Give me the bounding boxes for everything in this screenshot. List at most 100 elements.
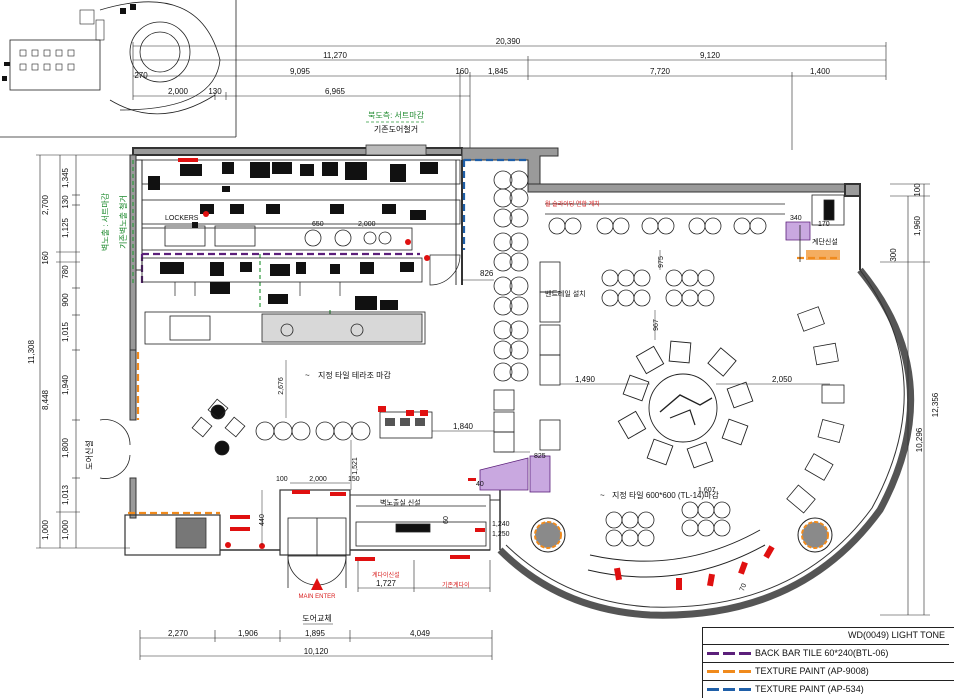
dim-inner-650: 650 [312, 221, 324, 228]
dim-top-row2-e: 1,400 [810, 67, 831, 76]
note-existing-door-remove: 기존도어철거 [374, 124, 418, 134]
interior-dimension-lines [261, 250, 830, 545]
dim-left-inner-3: 780 [61, 265, 70, 279]
dim-inner-150: 150 [348, 476, 360, 483]
dim-inner-70: 70 [739, 583, 748, 593]
dim-bottom-total: 10,120 [304, 647, 329, 656]
columns [530, 517, 833, 553]
dim-bottom-a: 2,270 [168, 629, 189, 638]
dim-inner-826: 826 [480, 269, 494, 278]
note-stair-new: 계단신설 [812, 237, 838, 246]
south-counter [355, 505, 487, 547]
dim-left-inner-9: 1,000 [61, 519, 70, 540]
label-lockers: LOCKERS [165, 215, 199, 222]
note-wall-light-move: 월 슬라이딩 연합 계치 [545, 200, 600, 208]
stair-tiles [479, 221, 840, 493]
texture-paint-blue [462, 158, 528, 250]
dim-left-inner-7: 1,800 [61, 437, 70, 458]
dim-top-row3-b: 130 [208, 87, 222, 96]
dim-left-inner-5: 1,015 [61, 321, 70, 342]
hall-left-seating [191, 398, 371, 456]
dim-right-inner-0: 300 [889, 248, 898, 262]
legend: WD(0049) LIGHT TONE BACK BAR TILE 60*240… [702, 627, 954, 698]
dim-inner-1250: 1,250 [492, 531, 510, 538]
hall-north-seats [545, 203, 785, 307]
entrance-vestibule [99, 419, 347, 588]
dim-left-inner-8: 1,013 [61, 484, 70, 505]
dim-top-row2-a: 9,095 [290, 67, 311, 76]
dim-inner-2000b: 2,000 [358, 221, 376, 228]
dim-inset-small: 270 [134, 71, 148, 80]
dim-top-row3-c: 6,965 [325, 87, 346, 96]
legend-swatch-purple [707, 652, 751, 655]
dim-left-total: 11,308 [27, 340, 36, 364]
dim-bottom-sub: 1,727 [376, 579, 397, 588]
dim-left-inner-2: 1,125 [61, 217, 70, 238]
note-north-wall-finish: 북도측: 서트마감 [368, 110, 425, 120]
left-dimensions [36, 154, 130, 549]
dim-inner-1521: 1,521 [352, 457, 359, 475]
dim-inner-440: 440 [259, 514, 266, 526]
dim-top-row3-a: 2,000 [168, 87, 189, 96]
dim-inner-340: 340 [790, 215, 802, 222]
dim-inner-2676: 2,676 [278, 377, 285, 395]
note-existing-counter: 기존계다이 [442, 581, 470, 589]
building-walls [124, 144, 915, 619]
legend-item-texture-paint-9008: TEXTURE PAINT (AP-9008) [703, 663, 954, 681]
dim-bottom-c: 1,895 [305, 629, 326, 638]
dim-inner-2000: 2,000 [309, 476, 327, 483]
dim-inner-967: 967 [653, 319, 660, 331]
hall-perimeter-seats [587, 306, 845, 578]
dim-bottom-d: 4,049 [410, 629, 431, 638]
legend-item-texture-paint-534: TEXTURE PAINT (AP-534) [703, 681, 954, 698]
bar-counter [378, 406, 433, 439]
note-backbar-new: 벽노출실 신설 [380, 498, 421, 507]
note-door-replace: 도어교체 [302, 613, 331, 623]
counter-sub-dim [357, 560, 491, 592]
top-dimensions [132, 42, 887, 150]
dim-inner-825: 825 [534, 453, 546, 460]
dim-right-inner-1: 10,296 [915, 427, 924, 452]
right-dimensions [880, 183, 930, 616]
note-door-reside: 도어신설 [84, 440, 94, 469]
round-feature-seating [617, 340, 754, 469]
dim-inner-100: 100 [276, 476, 288, 483]
dim-right-outer-0: 100 [913, 183, 922, 197]
dim-left-inner-6: 1,940 [61, 374, 70, 395]
dim-inner-1840: 1,840 [453, 422, 474, 431]
entrance-arrow-icon [311, 578, 323, 590]
tilde-mark-2: ~ [600, 491, 605, 500]
legend-swatch-orange [707, 670, 751, 673]
red-markers [178, 158, 775, 590]
booth-seats [493, 170, 561, 453]
dim-top-right-group: 9,120 [700, 51, 721, 60]
dim-right-outer-1: 1,960 [913, 215, 922, 236]
label-main-enter: MAIN ENTER [298, 594, 336, 600]
dim-top-row2-b: 160 [455, 67, 469, 76]
legend-label: TEXTURE PAINT (AP-9008) [755, 666, 869, 676]
dim-top-total: 20,390 [496, 37, 521, 46]
tilde-mark: ~ [305, 371, 310, 380]
dim-top-row2-c: 1,845 [488, 67, 509, 76]
dim-inner-1240: 1,240 [492, 521, 510, 528]
legend-label: BACK BAR TILE 60*240(BTL-06) [755, 648, 889, 658]
dim-inner-1607: 1,607 [698, 487, 716, 494]
note-tile-install: 벤트레일 설치 [545, 289, 586, 298]
dim-left-inner-1: 130 [61, 195, 70, 209]
dim-inner-170: 170 [818, 221, 830, 228]
dim-right-outer-2: 12,356 [931, 392, 940, 417]
note-designated-tile-terrazzo: 지정 타일 테라조 마감 [318, 370, 392, 380]
dim-inner-60: 60 [443, 516, 450, 524]
note-designated-tile-hall: 지정 타일 600*600 (TL-14)마감 [612, 490, 720, 500]
ne-room [799, 194, 845, 262]
note-counter-new: 계다이신설 [372, 571, 400, 579]
note-west-wall-finish2: 기존벽노출 철거 [118, 195, 128, 249]
dim-left-inner-0: 1,345 [61, 167, 70, 188]
dim-top-left-group: 11,270 [323, 51, 347, 60]
dim-left-outer-b: 160 [41, 251, 50, 265]
kitchen-equipment [141, 159, 461, 345]
legend-swatch-blue [707, 688, 751, 691]
note-west-wall-finish: 벽노출 : 서트마감 [100, 192, 110, 251]
dim-left-outer-a: 2,700 [41, 194, 50, 215]
